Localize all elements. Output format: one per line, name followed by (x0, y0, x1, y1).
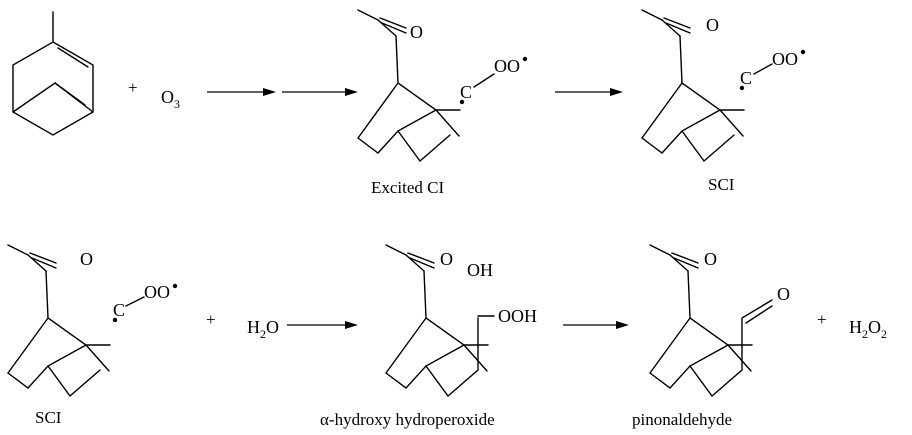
plus-sign: + (817, 310, 827, 329)
sci-bottom-structure (7, 244, 111, 397)
sci-top-structure (641, 9, 745, 162)
sci-bottom-label: SCI (35, 408, 62, 427)
plus-sign: + (206, 310, 216, 329)
criegee-carbon: C (460, 82, 472, 102)
aldehyde-oxygen: O (777, 284, 790, 304)
radical-dot (459, 99, 465, 105)
radical-dot (112, 317, 118, 323)
criegee-carbon: C (113, 300, 125, 320)
carbonyl-oxygen: O (440, 249, 453, 269)
radical-dot (739, 85, 745, 91)
carbonyl-oxygen: O (704, 249, 717, 269)
carbonyl-oxygen: O (80, 249, 93, 269)
sci-top-label: SCI (708, 175, 735, 194)
excited-ci-label: Excited CI (371, 178, 445, 197)
reaction-arrow (563, 321, 629, 329)
pinonaldehyde-structure (649, 244, 773, 398)
peroxy-group: OO (494, 56, 520, 76)
alpha-pinene-structure (12, 11, 94, 136)
radical-dot (172, 283, 178, 289)
hydroxyl-group: OH (467, 260, 493, 280)
carbonyl-oxygen: O (706, 15, 719, 35)
water-formula: H2O (247, 317, 279, 341)
radical-dot (522, 56, 528, 62)
carbonyl-oxygen: O (410, 22, 423, 42)
reaction-arrow (555, 88, 623, 96)
excited-ci-structure (357, 9, 461, 162)
pinonaldehyde-label: pinonaldehyde (632, 410, 732, 429)
hydroxy-hydroperoxide-structure (385, 244, 489, 398)
hydroxy-hydroperoxide-label: α-hydroxy hydroperoxide (320, 410, 495, 429)
criegee-carbon: C (740, 68, 752, 88)
plus-sign: + (128, 78, 138, 97)
radical-dot (800, 49, 806, 55)
reaction-arrow (287, 321, 358, 329)
peroxy-group: OO (772, 49, 798, 69)
hydrogen-peroxide-formula: H2O2 (849, 317, 887, 341)
hydroperoxy-group: OOH (498, 306, 537, 326)
peroxy-group: OO (144, 282, 170, 302)
ozone-formula: O3 (161, 87, 180, 111)
reaction-arrow (207, 88, 358, 96)
